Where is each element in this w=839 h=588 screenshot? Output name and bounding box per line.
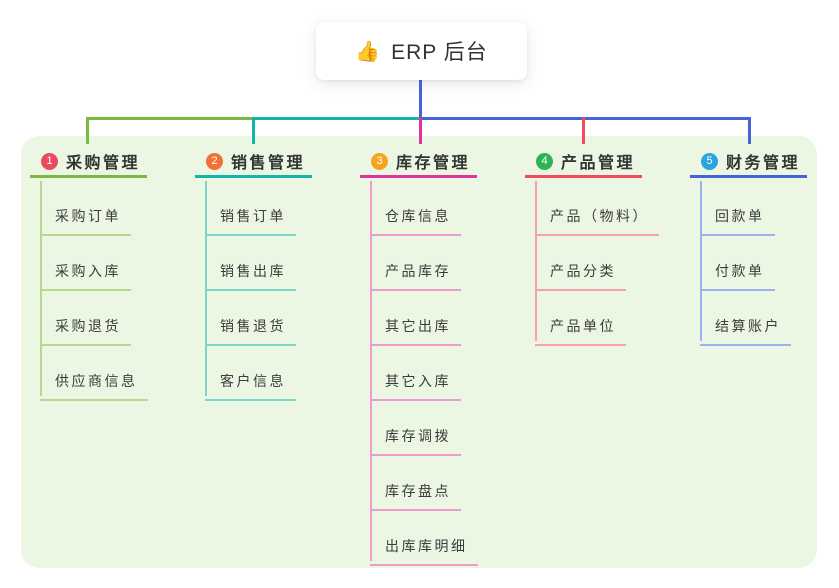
child-topic[interactable]: 其它入库 — [370, 346, 461, 401]
branch-vline — [40, 181, 42, 396]
branch-vline — [535, 181, 537, 341]
root-node[interactable]: 👍 ERP 后台 — [316, 22, 527, 80]
branch-vline — [700, 181, 702, 341]
child-topic[interactable]: 回款单 — [700, 181, 775, 236]
child-topic[interactable]: 采购退货 — [40, 291, 131, 346]
branch-number-badge: 5 — [701, 152, 718, 170]
connector-drop-finance — [748, 117, 751, 144]
connector-bus-blue — [420, 117, 751, 120]
child-topic[interactable]: 库存盘点 — [370, 456, 461, 511]
branch-children-inventory: 仓库信息 产品库存 其它出库 其它入库 库存调拨 库存盘点 出库库明细 — [360, 181, 478, 566]
branch-label: 销售管理 — [231, 155, 306, 172]
root-label: ERP 后台 — [391, 41, 488, 64]
branch-number-badge: 3 — [371, 152, 388, 170]
branch-number-badge: 4 — [536, 152, 553, 170]
branch-header-finance[interactable]: 5 财务管理 — [690, 147, 807, 178]
branch-number-badge: 1 — [41, 152, 58, 170]
child-topic[interactable]: 出库库明细 — [370, 511, 478, 566]
connector-bus-teal — [253, 117, 420, 120]
child-topic[interactable]: 产品库存 — [370, 236, 461, 291]
branch-children-sales: 销售订单 销售出库 销售退货 客户信息 — [195, 181, 296, 401]
child-topic[interactable]: 销售出库 — [205, 236, 296, 291]
child-topic[interactable]: 采购订单 — [40, 181, 131, 236]
connector-drop-sales — [252, 117, 255, 144]
child-topic[interactable]: 供应商信息 — [40, 346, 148, 401]
connector-drop-inventory — [419, 117, 422, 144]
branch-vline — [370, 181, 372, 561]
child-topic[interactable]: 库存调拨 — [370, 401, 461, 456]
branch-number-badge: 2 — [206, 152, 223, 170]
child-topic[interactable]: 结算账户 — [700, 291, 791, 346]
branch-children-product: 产品（物料） 产品分类 产品单位 — [525, 181, 659, 346]
child-topic[interactable]: 付款单 — [700, 236, 775, 291]
child-topic[interactable]: 销售退货 — [205, 291, 296, 346]
connector-drop-purchase — [86, 117, 89, 144]
branch-header-sales[interactable]: 2 销售管理 — [195, 147, 312, 178]
child-topic[interactable]: 产品单位 — [535, 291, 626, 346]
branch-label: 财务管理 — [726, 155, 801, 172]
child-topic[interactable]: 其它出库 — [370, 291, 461, 346]
child-topic[interactable]: 产品（物料） — [535, 181, 659, 236]
branches-panel — [21, 136, 817, 568]
branch-children-finance: 回款单 付款单 结算账户 — [690, 181, 791, 346]
branch-children-purchase: 采购订单 采购入库 采购退货 供应商信息 — [30, 181, 148, 401]
branch-label: 产品管理 — [561, 155, 636, 172]
branch-header-product[interactable]: 4 产品管理 — [525, 147, 642, 178]
child-topic[interactable]: 采购入库 — [40, 236, 131, 291]
branch-vline — [205, 181, 207, 396]
branch-header-inventory[interactable]: 3 库存管理 — [360, 147, 477, 178]
thumbs-up-icon: 👍 — [355, 40, 382, 63]
branch-label: 采购管理 — [66, 155, 141, 172]
child-topic[interactable]: 客户信息 — [205, 346, 296, 401]
child-topic[interactable]: 销售订单 — [205, 181, 296, 236]
connector-drop-product — [582, 117, 585, 144]
child-topic[interactable]: 仓库信息 — [370, 181, 461, 236]
child-topic[interactable]: 产品分类 — [535, 236, 626, 291]
branch-header-purchase[interactable]: 1 采购管理 — [30, 147, 147, 178]
connector-root-vertical — [419, 80, 422, 120]
connector-bus-green — [86, 117, 253, 120]
branch-label: 库存管理 — [396, 155, 471, 172]
